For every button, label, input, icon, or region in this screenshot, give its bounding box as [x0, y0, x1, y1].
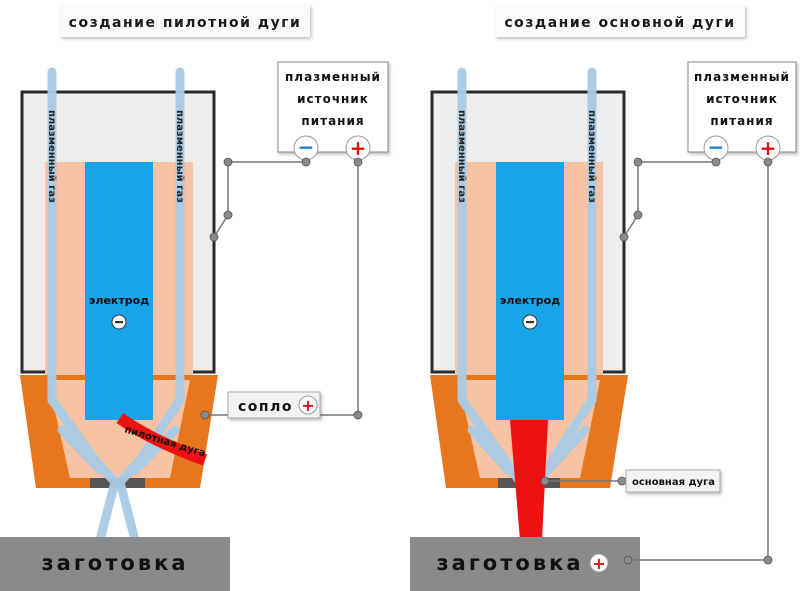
svg-text:+: + [592, 554, 605, 573]
right-gas-label-right: плазменный газ [586, 110, 597, 203]
right-psu-line1: плазменный [694, 70, 790, 84]
left-electrode-minus [111, 314, 127, 330]
left-workpiece-label: заготовка [41, 551, 188, 575]
left-pilot-arc [116, 413, 208, 466]
left-psu-line2: источник [297, 92, 369, 106]
right-gas-label-left: плазменный газ [456, 110, 467, 203]
left-electrode [85, 162, 153, 420]
right-panel: создание основной дуги электрод плазменн… [410, 5, 797, 591]
left-title: создание пилотной дуги [60, 5, 310, 37]
left-panel: создание пилотной дуги электрод плазменн… [0, 5, 389, 591]
left-power-supply: плазменный источник питания − + [277, 61, 389, 161]
right-main-arc-tag: основная дуга [540, 469, 721, 493]
right-workpiece-plus: + [589, 553, 609, 573]
left-psu-line1: плазменный [285, 70, 381, 84]
right-title-text: создание основной дуги [504, 15, 735, 31]
right-psu-line3: питания [710, 114, 773, 128]
left-psu-line3: питания [301, 114, 364, 128]
left-wiring [205, 161, 359, 416]
right-main-arc-label: основная дуга [632, 477, 715, 488]
left-gas-label-right: плазменный газ [174, 110, 185, 203]
svg-text:−: − [708, 135, 725, 159]
right-electrode-label: электрод [500, 294, 560, 307]
right-power-supply: плазменный источник питания − + [687, 61, 797, 161]
left-nozzle-tag: сопло + [227, 391, 321, 419]
svg-text:+: + [760, 136, 777, 160]
right-electrode-minus [522, 314, 538, 330]
right-wiring [623, 161, 769, 561]
right-psu-line2: источник [706, 92, 778, 106]
svg-text:−: − [298, 135, 315, 159]
left-gas-flow [47, 67, 185, 545]
left-gas-label-left: плазменный газ [46, 110, 57, 203]
right-main-arc [510, 420, 548, 540]
left-workpiece [0, 537, 230, 591]
svg-text:+: + [350, 136, 367, 160]
right-gas-flow [457, 67, 597, 487]
right-electrode [496, 162, 564, 420]
left-electrode-label: электрод [89, 294, 149, 307]
left-title-text: создание пилотной дуги [69, 15, 302, 31]
svg-text:+: + [301, 396, 314, 415]
right-title: создание основной дуги [495, 5, 745, 37]
left-nozzle-label: сопло [238, 399, 293, 415]
right-workpiece-label: заготовка [436, 551, 583, 575]
